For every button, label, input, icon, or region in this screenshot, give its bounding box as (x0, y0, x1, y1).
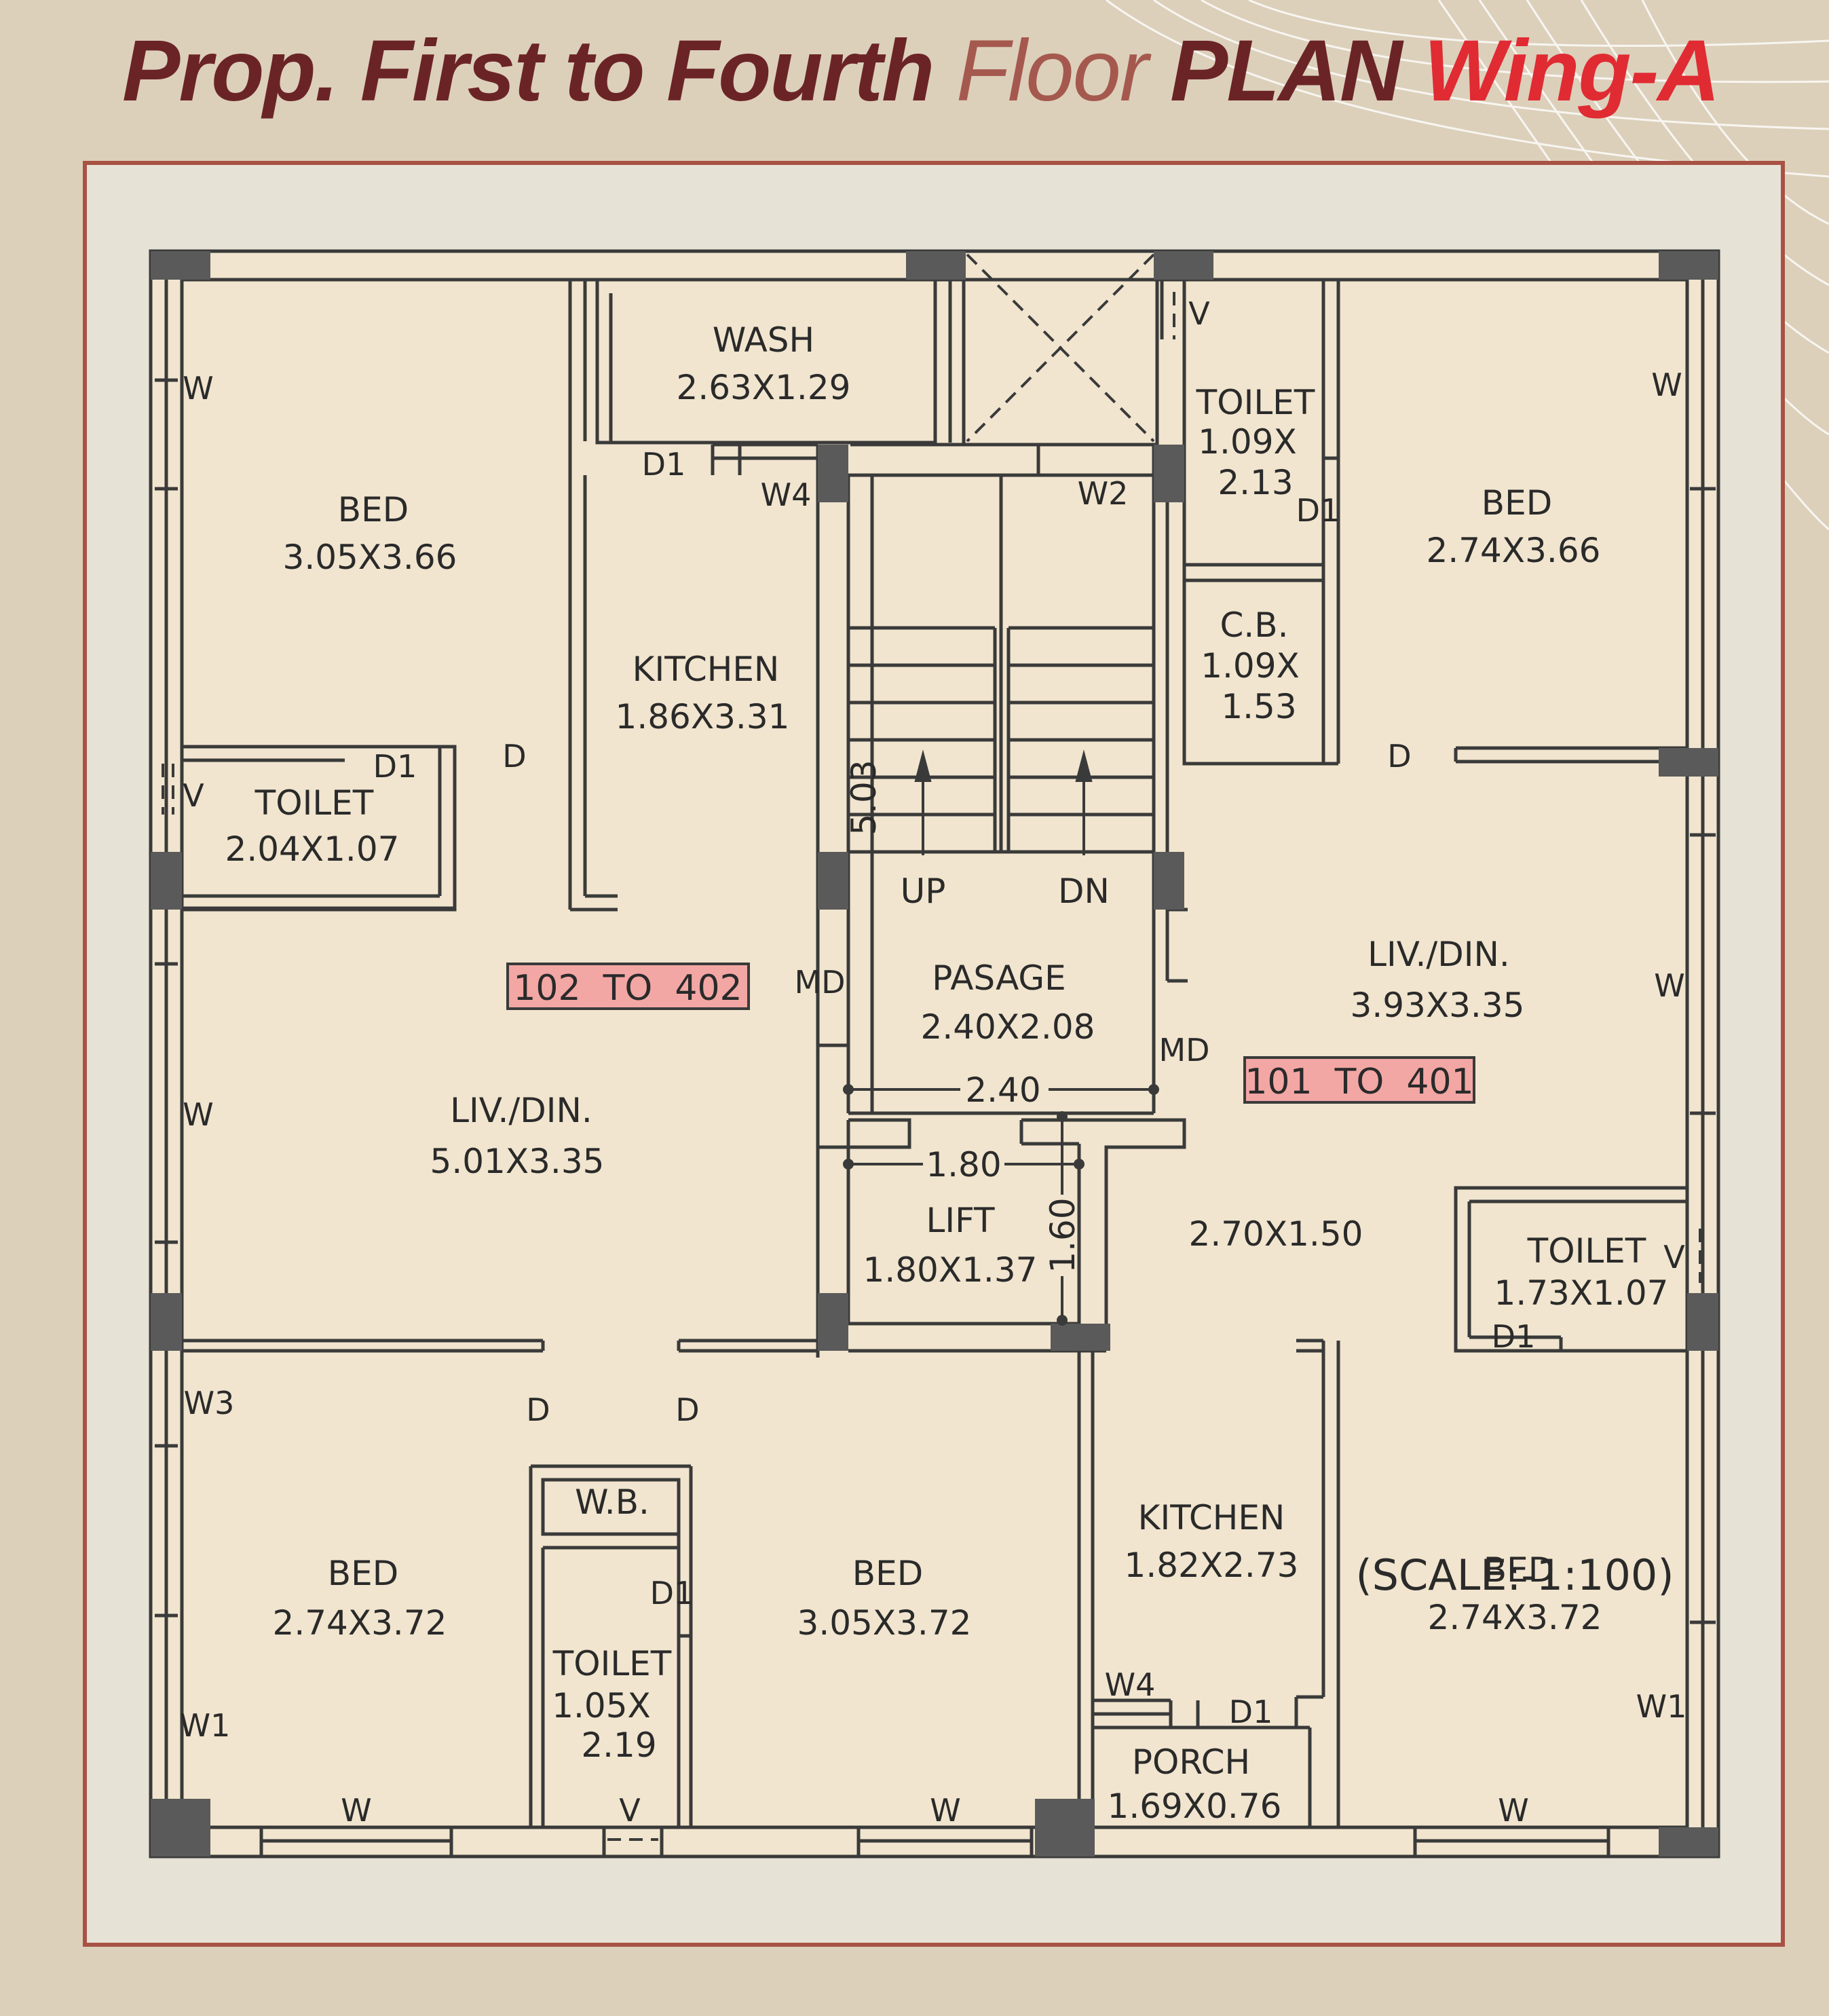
mark-v: V (1663, 1239, 1685, 1275)
lift-name: LIFT (926, 1201, 994, 1240)
porch-name: PORCH (1132, 1742, 1250, 1782)
bed-tl-name: BED (338, 490, 409, 529)
dashed-lines (162, 253, 1701, 1841)
toilet-r-size: 1.73X1.07 (1494, 1273, 1669, 1313)
mark-w1: W1 (1636, 1688, 1687, 1725)
mark-w4: W4 (1105, 1666, 1156, 1703)
columns (151, 251, 1718, 1856)
dim-pasage-w: 2.40 (965, 1070, 1040, 1110)
mark-v: V (1188, 295, 1210, 332)
mark-w4: W4 (761, 477, 812, 513)
mark-d1: D1 (650, 1575, 694, 1611)
mark-w2: W2 (1078, 475, 1129, 512)
dim-lift-h: 1.60 (1043, 1197, 1082, 1273)
toilet-l-size: 2.04X1.07 (225, 829, 400, 869)
stair-dim: 5.03 (844, 760, 884, 835)
kitchen-r-size: 1.82X2.73 (1125, 1546, 1299, 1585)
pasage-name: PASAGE (932, 958, 1066, 998)
plan-title: Prop. First to Fourth Floor PLAN Wing-A (122, 20, 1720, 122)
mark-w: W (183, 370, 213, 407)
mark-d1: D1 (1229, 1694, 1273, 1730)
toilet-tr-size2: 2.13 (1218, 463, 1293, 502)
liv-l-name: LIV./DIN. (450, 1091, 592, 1130)
mark-w: W (341, 1792, 371, 1829)
toilet-tr-size1: 1.09X (1198, 422, 1297, 462)
mark-w: W (1651, 367, 1682, 403)
toilet-r-name: TOILET (1527, 1231, 1646, 1271)
bed-br-size: 2.74X3.72 (1428, 1598, 1602, 1637)
stair-up: UP (901, 872, 946, 911)
liv-l-size: 5.01X3.35 (430, 1142, 605, 1181)
bed-bl-name: BED (328, 1554, 398, 1593)
mark-md: MD (1158, 1032, 1209, 1068)
bed-tr-size: 2.74X3.66 (1427, 531, 1601, 570)
mark-w3: W3 (184, 1385, 235, 1421)
dim-lift-w: 1.80 (926, 1145, 1001, 1184)
mark-v: V (183, 777, 204, 814)
tag-left-box (506, 963, 750, 1010)
mark-d1: D1 (642, 446, 686, 483)
cb-size1: 1.09X (1201, 646, 1300, 686)
mark-md: MD (794, 964, 845, 1001)
kitchen-l-size: 1.86X3.31 (616, 697, 790, 736)
toilet-l-name: TOILET (254, 783, 374, 823)
kitchen-r-name: KITCHEN (1138, 1498, 1285, 1537)
title-part-4: Wing-A (1423, 22, 1720, 119)
wb-name: W.B. (575, 1482, 649, 1522)
bed-tl-size: 3.05X3.66 (283, 538, 457, 577)
bed-bc-name: BED (852, 1554, 923, 1593)
mark-d1: D1 (373, 748, 417, 785)
lobby-r-size: 2.70X1.50 (1189, 1214, 1363, 1254)
liv-r-name: LIV./DIN. (1368, 935, 1510, 974)
title-part-3: PLAN (1169, 22, 1424, 119)
tag-right: 101 TO 401 (1245, 1062, 1473, 1102)
bed-bc-size: 3.05X3.72 (797, 1603, 972, 1643)
title-part-1: Prop. First to Fourth (122, 22, 956, 119)
stair-dn: DN (1058, 872, 1110, 911)
mark-d: D (526, 1392, 550, 1428)
wash-size: 2.63X1.29 (677, 368, 851, 407)
wash-name: WASH (713, 320, 814, 360)
mark-w: W (1498, 1792, 1528, 1829)
mark-d: D (502, 738, 526, 774)
mark-d: D (1387, 738, 1411, 774)
dimension-lines (843, 1084, 1159, 1326)
bed-bl-size: 2.74X3.72 (273, 1603, 447, 1643)
liv-r-size: 3.93X3.35 (1351, 986, 1525, 1025)
tag-right-box (1243, 1056, 1475, 1104)
bed-tr-name: BED (1482, 483, 1552, 523)
cb-name: C.B. (1220, 605, 1288, 645)
floor-area (149, 249, 1720, 1859)
mark-w: W (1654, 967, 1684, 1004)
tag-left: 102 TO 402 (513, 968, 742, 1009)
mark-v: V (619, 1792, 641, 1829)
stair-arrows (914, 749, 1093, 855)
mark-w1: W1 (180, 1707, 231, 1744)
toilet-b-name: TOILET (552, 1644, 672, 1683)
mark-d: D (675, 1392, 699, 1428)
mark-w: W (930, 1792, 960, 1829)
mark-d1: D1 (1492, 1318, 1536, 1355)
bed-br-name: BED (1484, 1550, 1554, 1590)
porch-size: 1.69X0.76 (1108, 1787, 1282, 1826)
mark-w: W (183, 1096, 213, 1133)
lift-size: 1.80X1.37 (863, 1250, 1038, 1290)
toilet-tr-name: TOILET (1196, 383, 1315, 422)
title-part-2: Floor (956, 22, 1170, 119)
pasage-size: 2.40X2.08 (921, 1007, 1095, 1047)
toilet-b-size2: 2.19 (581, 1725, 656, 1765)
kitchen-l-name: KITCHEN (633, 650, 780, 689)
cb-size2: 1.53 (1221, 687, 1296, 726)
toilet-b-size1: 1.05X (552, 1686, 651, 1725)
scale-label: (SCALE:-1:100) (1355, 1550, 1674, 1600)
mark-d1: D1 (1296, 492, 1340, 529)
